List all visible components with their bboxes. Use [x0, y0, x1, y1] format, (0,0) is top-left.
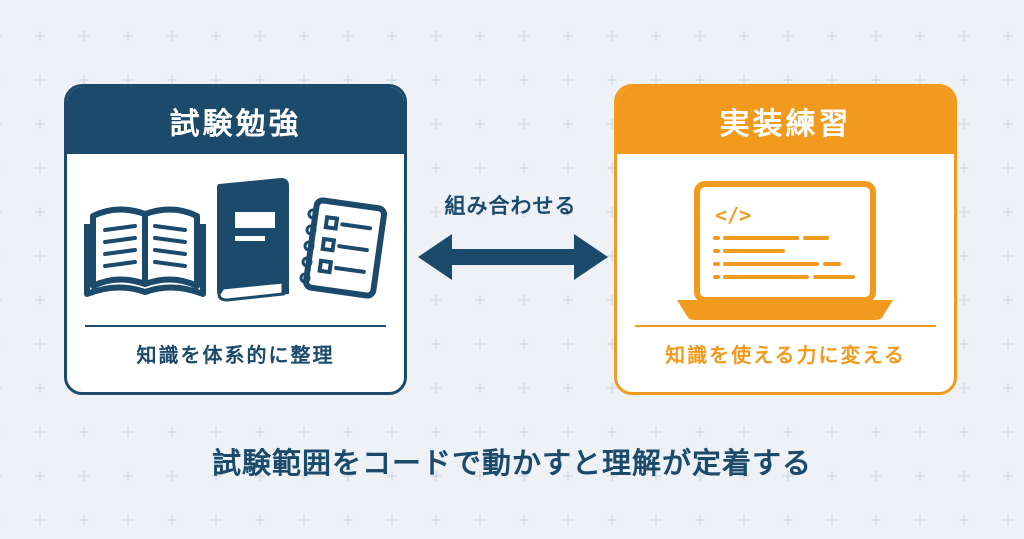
code-tag-text: </>: [715, 203, 751, 227]
implementation-practice-caption: 知識を使える力に変える: [665, 343, 906, 367]
exam-study-caption: 知識を体系的に整理: [136, 343, 335, 367]
laptop-code-icon: </>: [677, 181, 893, 320]
checklist-notebook-icon: [299, 197, 388, 299]
study-illustration: [84, 178, 388, 302]
combine-label: 組み合わせる: [444, 194, 577, 218]
implementation-practice-title: 実装練習: [617, 87, 954, 154]
open-book-icon: [84, 206, 206, 297]
left-card-divider: [85, 325, 386, 327]
exam-study-card: 試験勉強: [64, 84, 407, 395]
implementation-practice-card: 実装練習 </> 知識を使える力に変える: [614, 84, 957, 395]
right-card-divider: [635, 325, 936, 327]
closed-book-icon: [217, 178, 289, 302]
summary-text: 試験範囲をコードで動かすと理解が定着する: [211, 446, 812, 480]
double-arrow-icon: [418, 234, 608, 280]
exam-study-title: 試験勉強: [67, 87, 404, 154]
